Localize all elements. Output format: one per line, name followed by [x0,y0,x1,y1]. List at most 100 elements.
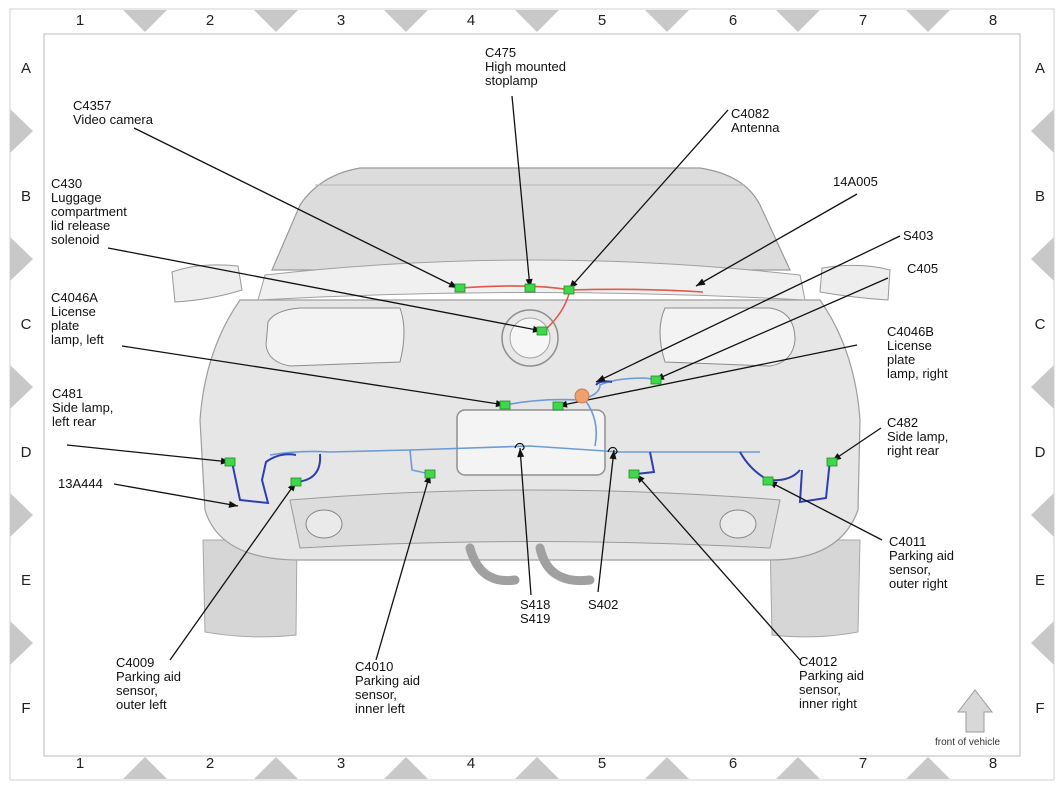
grid-column-bottom-5: 5 [597,755,607,772]
rear-glass [271,167,791,271]
frame-triangle-left-2 [10,237,33,281]
left-exhaust-tip [305,509,343,539]
grid-column-top-8: 8 [988,12,998,29]
callout-14a005: 14A005 [833,174,878,189]
grid-column-top-2: 2 [205,12,215,29]
rear-badge-inner [509,317,551,359]
grid-column-top-1: 1 [75,12,85,29]
vehicle-body [171,167,891,638]
frame-triangle-left-4 [10,493,33,537]
rear-diffuser [289,489,781,549]
connector-c4082 [563,285,575,295]
harness-blue [269,377,760,475]
grid-column-bottom-1: 1 [75,755,85,772]
callout-c475: C475 High mounted stoplamp [485,45,566,88]
callout-s402: S402 [588,597,619,612]
splice-s403 [574,388,590,404]
left-mirror [171,264,243,303]
callout-c430: C430 Luggage compartment lid release sol… [51,176,127,247]
grid-row-left-B: B [20,188,31,205]
frame-triangle-bottom-7 [906,757,950,779]
frame-triangle-bottom-1 [123,757,167,779]
license-plate-recess [456,409,606,476]
leader-lines [66,95,901,661]
frame-triangle-right-2 [1031,237,1054,281]
connector-c4046a [499,400,511,410]
connector-c4046b [552,401,564,411]
frame-triangle-top-6 [776,10,820,32]
grid-column-bottom-7: 7 [858,755,868,772]
grid-row-left-A: A [20,60,31,77]
connector-c4010 [424,469,436,479]
connector-c430 [536,326,548,336]
left-tire [202,539,298,638]
callout-c4011: C4011 Parking aid sensor, outer right [889,534,955,591]
leader-arrowhead [696,278,706,286]
grid-row-left-D: D [20,444,32,461]
grid-column-top-4: 4 [466,12,476,29]
grid-column-top-3: 3 [336,12,346,29]
connectors [224,283,838,487]
connector-c482 [826,457,838,467]
frame-triangle-bottom-3 [384,757,428,779]
frame-triangle-right-1 [1031,109,1054,153]
grid-column-top-5: 5 [597,12,607,29]
frame-triangle-right-5 [1031,621,1054,665]
frame-triangle-left-1 [10,109,33,153]
grid-row-right-C: C [1034,316,1046,333]
callout-s403: S403 [903,228,934,243]
grid-row-left-C: C [20,316,32,333]
grid-row-right-D: D [1034,444,1046,461]
frame-triangle-top-3 [384,10,428,32]
frame-triangles [10,10,1054,779]
right-exhaust-tip [719,509,757,539]
up-arrow-icon [956,689,994,733]
grid-row-left-F: F [21,700,31,717]
grid-column-bottom-2: 2 [205,755,215,772]
callout-c4046a: C4046A License plate lamp, left [51,290,104,347]
leader-arrowhead [525,278,533,288]
callout-s418-s419: S418 S419 [520,597,551,626]
frame-triangle-bottom-4 [515,757,559,779]
frame-triangle-left-5 [10,621,33,665]
grid-column-top-6: 6 [728,12,738,29]
grid-row-right-B: B [1034,188,1045,205]
frame-triangle-bottom-2 [254,757,298,779]
frame-triangle-top-2 [254,10,298,32]
leader-arrowhead [228,500,238,508]
grid-column-bottom-4: 4 [466,755,476,772]
leader-arrowhead [517,448,525,458]
grid-row-right-A: A [1034,60,1045,77]
wire-loop-s402 [607,446,618,455]
frame-triangle-top-7 [906,10,950,32]
frame-inner [43,33,1021,757]
callout-c4357: C4357 Video camera [73,98,153,127]
connector-c405 [650,375,662,385]
right-tail-lamp [659,307,796,367]
connector-c4357 [454,283,466,293]
frame-triangle-top-5 [645,10,689,32]
grid-row-right-F: F [1035,700,1045,717]
frame-triangle-top-1 [123,10,167,32]
left-tail-lamp [265,307,405,367]
grid-column-top-7: 7 [858,12,868,29]
frame-triangle-top-4 [515,10,559,32]
frame-triangle-right-3 [1031,365,1054,409]
front-of-vehicle-label: front of vehicle [935,737,1001,748]
connector-c475 [524,283,536,293]
connector-c4009 [290,477,302,487]
exhaust-pipes [465,543,595,586]
callout-c481: C481 Side lamp, left rear [52,386,114,429]
callout-c4009: C4009 Parking aid sensor, outer left [116,655,182,712]
callout-c4012: C4012 Parking aid sensor, inner right [799,654,865,711]
callout-c4010: C4010 Parking aid sensor, inner left [355,659,421,716]
frame-triangle-right-4 [1031,493,1054,537]
connector-c481 [224,457,236,467]
grid-row-right-E: E [1034,572,1045,589]
leader-arrowhead [609,450,617,460]
right-tire [769,539,861,638]
connector-c4011 [762,476,774,486]
callout-c4082: C4082 Antenna [731,106,780,135]
leader-arrowhead [596,374,606,382]
